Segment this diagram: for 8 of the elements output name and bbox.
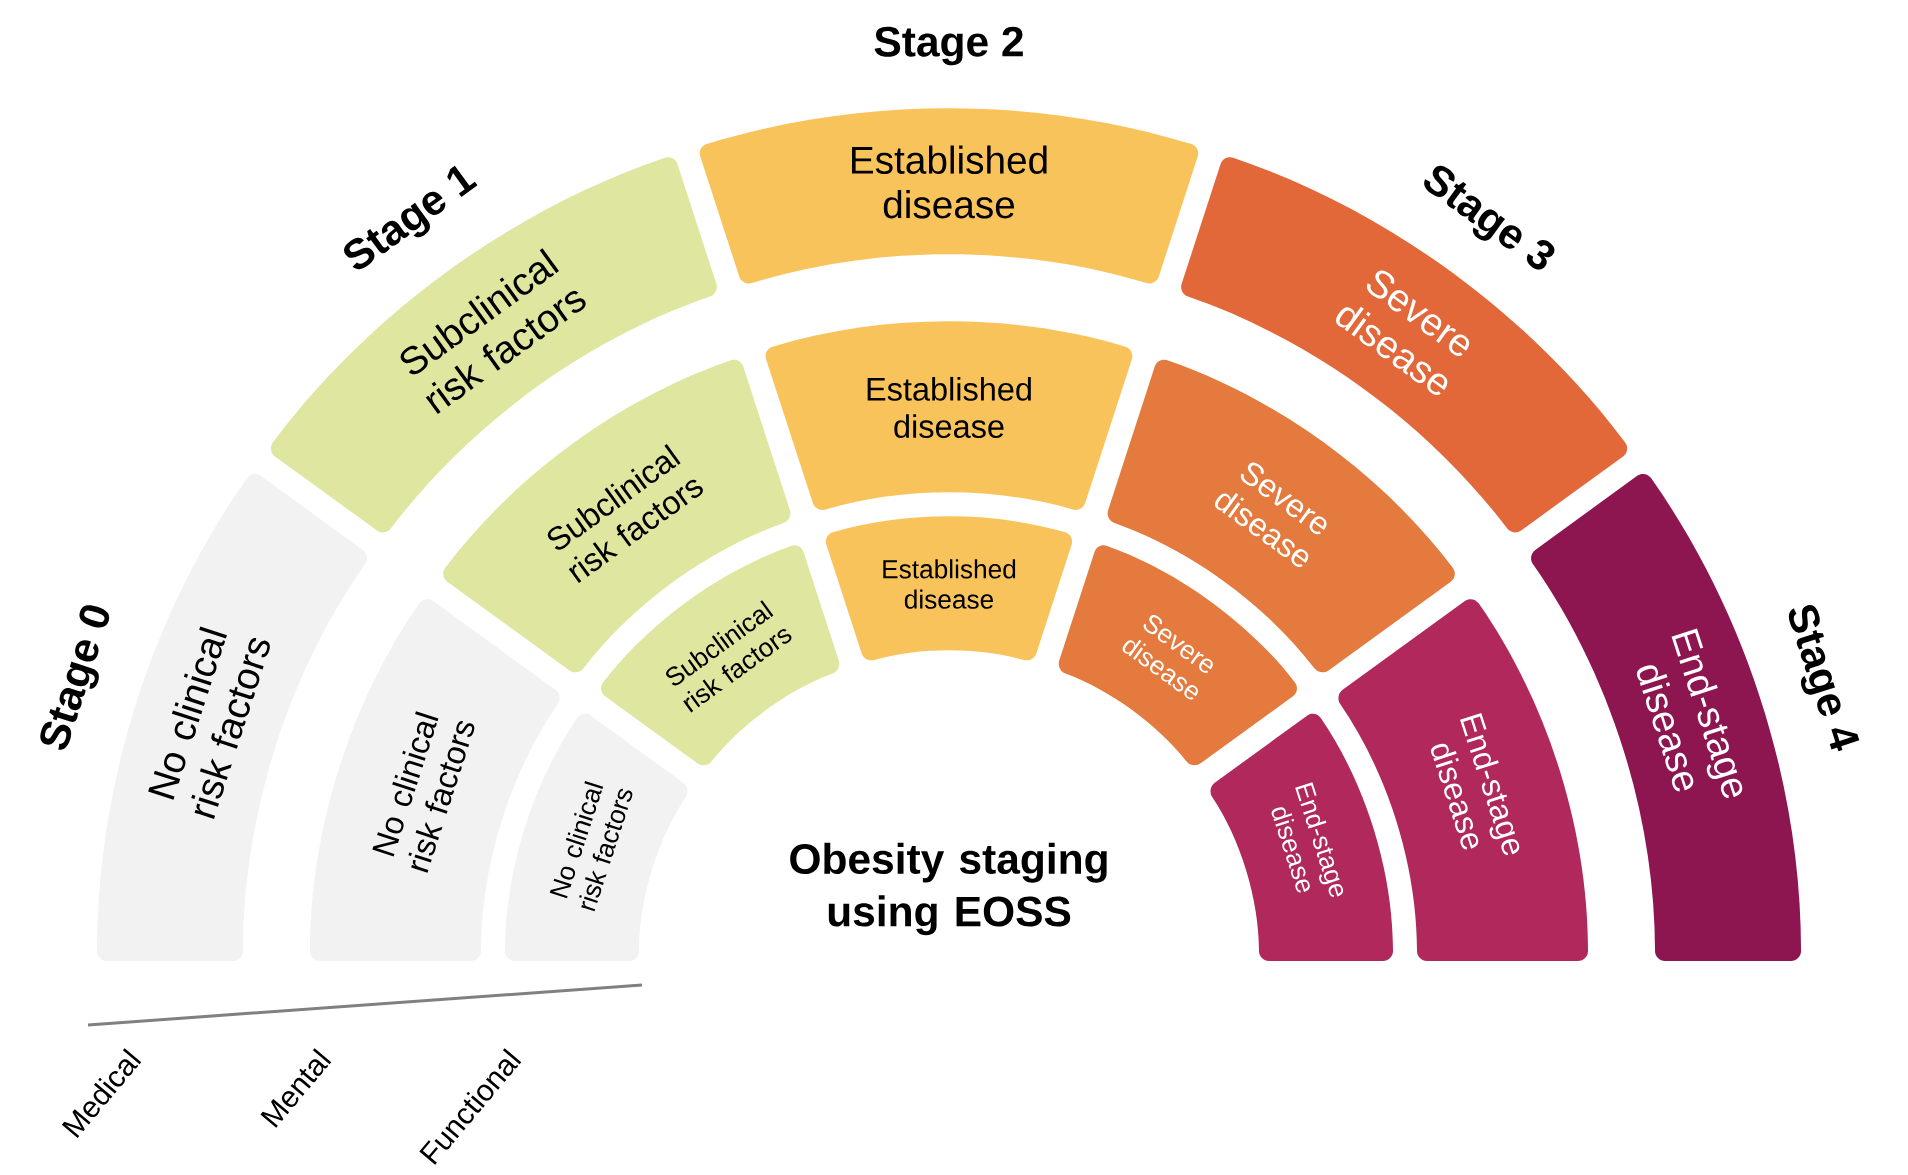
stage-segment: No clinical risk factors [505, 713, 688, 961]
stage-segment: Established disease [699, 108, 1199, 284]
stage-label: Stage 2 [874, 26, 1023, 66]
node-label: No clinical risk factors [372, 711, 475, 873]
stage-segment: Established disease [825, 516, 1073, 661]
chart-title: Obesity staging using EOSS [790, 842, 1107, 936]
node-label: No clinical risk factors [148, 626, 270, 819]
stage-segment: Established disease [765, 321, 1133, 510]
